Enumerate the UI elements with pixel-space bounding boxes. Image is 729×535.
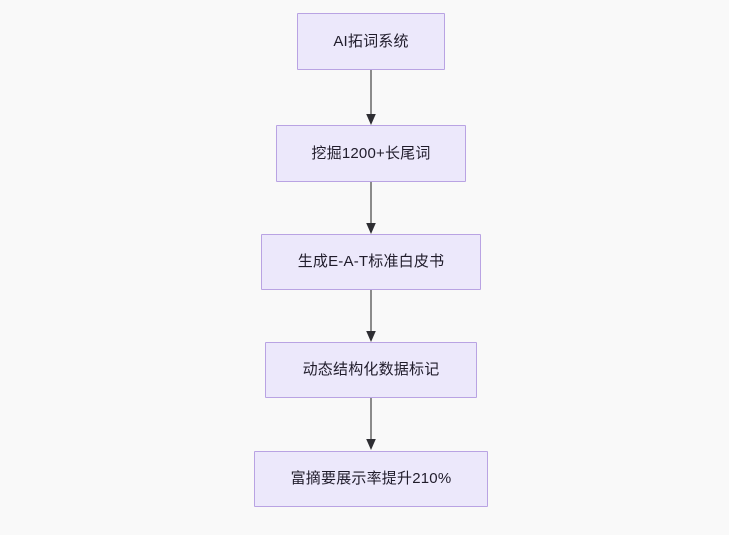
flowchart-node-label: 动态结构化数据标记 [302,361,440,378]
flowchart-edge-e4 [364,398,378,451]
flowchart-node-n3[interactable]: 生成E-A-T标准白皮书 [261,234,481,290]
flowchart-edge-e1 [364,70,378,126]
flowchart-node-label: 生成E-A-T标准白皮书 [297,253,445,270]
flowchart-edge-e3 [364,290,378,343]
flowchart-node-n5[interactable]: 富摘要展示率提升210% [254,451,488,507]
flowchart-edge-e2 [364,182,378,235]
flowchart-node-n4[interactable]: 动态结构化数据标记 [265,342,477,398]
flowchart-node-label: AI拓词系统 [333,32,409,50]
flowchart-node-label: 挖掘1200+长尾词 [311,144,431,162]
flowchart-node-label: 富摘要展示率提升210% [290,470,452,487]
flowchart-node-n2[interactable]: 挖掘1200+长尾词 [276,125,466,182]
flowchart-node-n1[interactable]: AI拓词系统 [297,13,445,70]
